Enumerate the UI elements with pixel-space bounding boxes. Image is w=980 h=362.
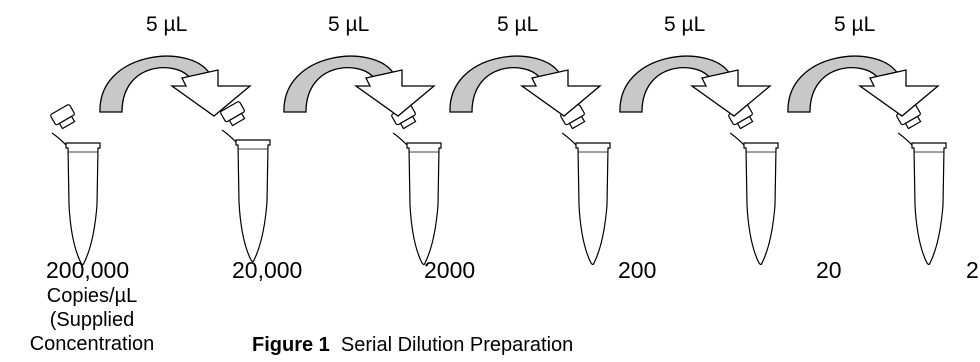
concentration-label-1: 200,000 (46, 257, 130, 283)
transfer-volume-3: 5 µL (497, 13, 539, 36)
first-tube-note-2: (Supplied (49, 309, 135, 331)
concentration-label-4: 200 (618, 257, 657, 283)
tube-4 (559, 103, 611, 266)
tube-1 (49, 103, 101, 266)
concentration-label-3: 2000 (424, 257, 476, 283)
tube-5 (727, 103, 779, 266)
transfer-volume-5: 5 µL (834, 13, 876, 36)
tube-2 (219, 100, 271, 263)
figure-caption-label: Figure 1 (252, 334, 330, 356)
transfer-volume-4: 5 µL (664, 13, 706, 36)
tube-3 (390, 103, 442, 266)
figure-caption: Figure 1 Serial Dilution Preparation (252, 334, 573, 357)
figure-caption-text: Serial Dilution Preparation (340, 334, 574, 356)
transfer-volume-2: 5 µL (328, 13, 370, 36)
concentration-label-5: 20 (816, 257, 842, 283)
first-tube-note-3: Concentration (29, 333, 155, 355)
concentration-label-6: 2 (966, 257, 979, 283)
concentration-label-2: 20,000 (232, 257, 303, 283)
first-tube-note-1: Copies/µL (46, 285, 138, 307)
transfer-volume-1: 5 µL (146, 13, 188, 36)
tube-6 (895, 103, 947, 266)
